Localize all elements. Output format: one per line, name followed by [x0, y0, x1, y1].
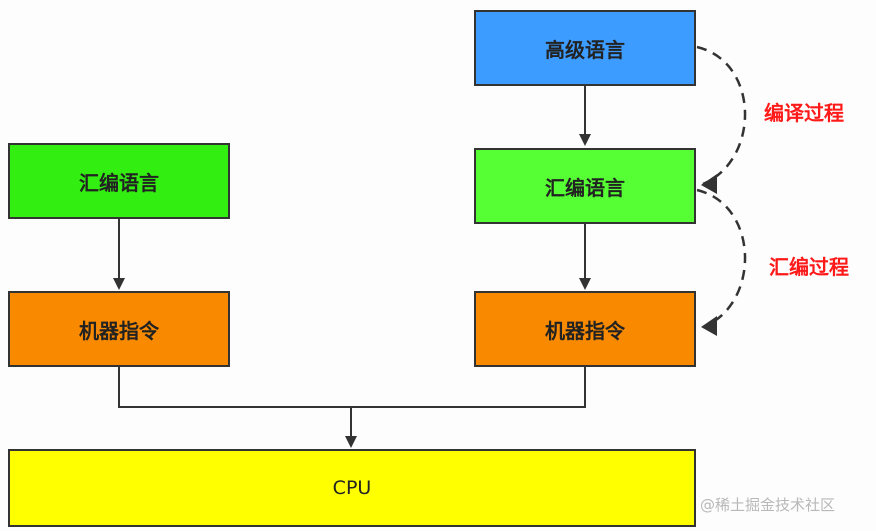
left-machine-instruction-label: 机器指令: [79, 318, 159, 343]
compile-process-label: 编译过程: [764, 101, 844, 125]
connector-machine-outputs-to-cpu: [118, 366, 586, 408]
dashed-curve-compile: [696, 45, 747, 186]
left-machine-instruction-box: 机器指令: [8, 291, 230, 367]
left-assembly-language-label: 汇编语言: [79, 170, 159, 195]
right-assembly-language-label: 汇编语言: [545, 175, 625, 200]
right-assembly-language-box: 汇编语言: [474, 148, 696, 224]
high-level-language-box: 高级语言: [474, 10, 696, 86]
watermark-text: @稀土掘金技术社区: [700, 496, 836, 514]
right-machine-instruction-label: 机器指令: [545, 318, 625, 343]
left-assembly-language-box: 汇编语言: [8, 143, 230, 219]
cpu-box: CPU: [8, 449, 696, 527]
cpu-label: CPU: [332, 477, 372, 499]
dashed-curve-assemble: [696, 188, 747, 329]
assemble-process-label: 汇编过程: [769, 255, 849, 279]
right-machine-instruction-box: 机器指令: [474, 291, 696, 367]
arrowhead-assemble: [701, 316, 717, 336]
high-level-language-label: 高级语言: [545, 37, 625, 62]
arrowhead-compile: [701, 174, 717, 194]
